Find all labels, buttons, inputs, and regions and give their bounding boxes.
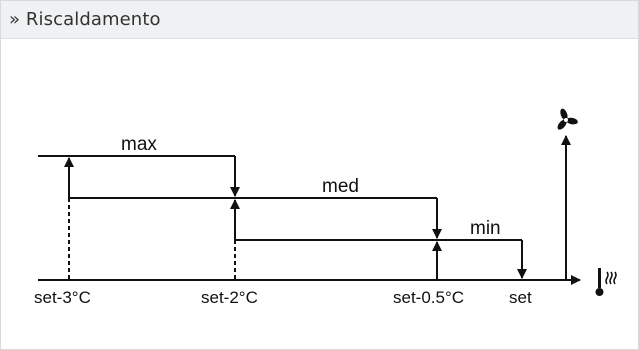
label-med: med bbox=[322, 176, 359, 197]
label-set-minus-3: set-3°C bbox=[34, 288, 91, 307]
panel-title: » Riscaldamento bbox=[9, 9, 161, 30]
label-max: max bbox=[121, 134, 157, 155]
label-set-minus-2: set-2°C bbox=[201, 288, 258, 307]
label-set: set bbox=[509, 288, 532, 307]
heating-temperature-icon bbox=[595, 268, 617, 296]
panel-header: » Riscaldamento bbox=[1, 1, 638, 39]
label-set-minus-05: set-0.5°C bbox=[393, 288, 464, 307]
label-min: min bbox=[470, 218, 501, 239]
fan-icon bbox=[557, 108, 578, 130]
